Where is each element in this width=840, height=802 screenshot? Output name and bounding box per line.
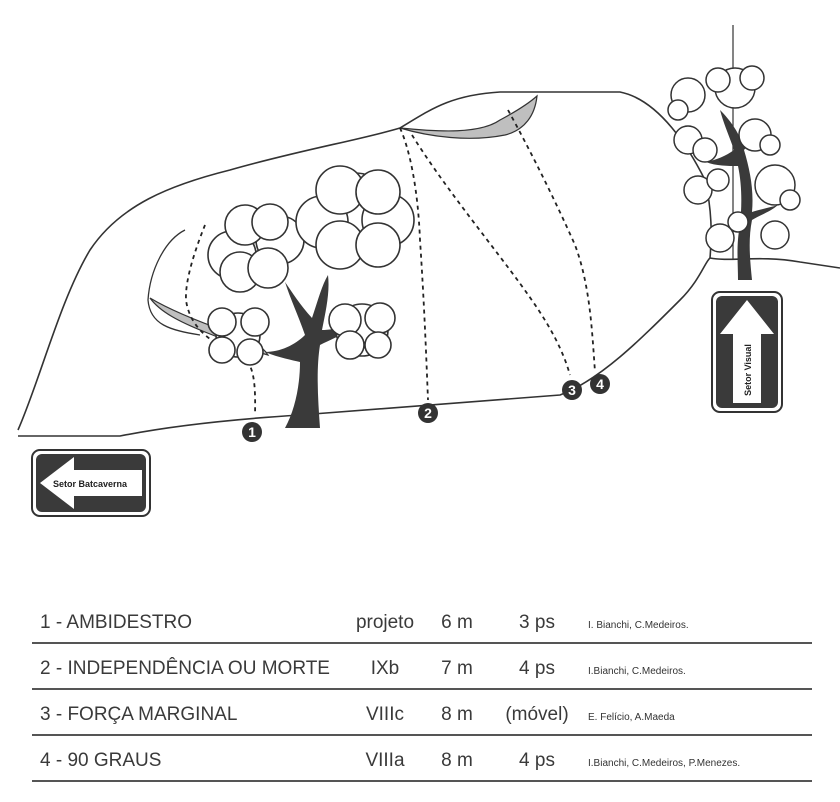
route-table: 1 - AMBIDESTRO projeto 6 m 3 ps I. Bianc…: [32, 598, 812, 782]
route-protection: 3 ps: [519, 612, 555, 633]
topo-drawing: 1 2 3 4 Setor Batcaverna Setor Visual: [17, 25, 840, 517]
route-authors: I. Bianchi, C.Medeiros.: [588, 620, 689, 631]
route-grade: VIIIc: [365, 704, 404, 725]
route-name: 3 - FORÇA MARGINAL: [40, 704, 238, 725]
table-row: 2 - INDEPENDÊNCIA OU MORTE IXb 7 m 4 ps …: [32, 644, 812, 690]
right-tree: [667, 25, 801, 280]
route-length: 7 m: [441, 658, 473, 679]
arrow-up-icon: [720, 300, 774, 403]
sign-right-label: Setor Visual: [743, 344, 753, 396]
route-name: 4 - 90 GRAUS: [40, 750, 162, 771]
route-protection: 4 ps: [519, 750, 555, 771]
route-marker-4-label: 4: [596, 376, 604, 392]
route-grade: VIIIa: [365, 750, 405, 771]
sign-setor-visual: Setor Visual: [711, 291, 783, 413]
rock-top-edge: [17, 91, 712, 431]
route-marker-2-label: 2: [424, 405, 432, 421]
route-protection: (móvel): [505, 704, 569, 725]
route-protection: 4 ps: [519, 658, 555, 679]
arrow-left-icon: [40, 457, 142, 509]
route-grade: projeto: [355, 612, 415, 633]
route-authors: E. Felício, A.Maeda: [588, 712, 675, 723]
main-tree: [207, 165, 415, 428]
route-line-3: [411, 134, 571, 376]
route-authors: I.Bianchi, C.Medeiros.: [588, 666, 686, 677]
route-marker-1: 1: [242, 422, 262, 442]
route-line-2: [399, 127, 429, 401]
route-line-4: [507, 109, 596, 373]
route-marker-2: 2: [418, 403, 438, 423]
route-marker-1-label: 1: [248, 424, 256, 440]
sign-left-label: Setor Batcaverna: [53, 479, 128, 489]
table-row: 1 - AMBIDESTRO projeto 6 m 3 ps I. Bianc…: [32, 598, 812, 644]
route-marker-4: 4: [590, 374, 610, 394]
rock-outline: [18, 257, 840, 437]
roof-shape: [399, 94, 538, 139]
route-marker-3-label: 3: [568, 382, 576, 398]
rock-inner-line: [147, 229, 201, 336]
route-grade: IXb: [370, 658, 400, 679]
route-name: 2 - INDEPENDÊNCIA OU MORTE: [40, 658, 330, 679]
table-row: 4 - 90 GRAUS VIIIa 8 m 4 ps I.Bianchi, C…: [32, 736, 812, 782]
route-marker-3: 3: [562, 380, 582, 400]
table-row: 3 - FORÇA MARGINAL VIIIc 8 m (móvel) E. …: [32, 690, 812, 736]
route-name: 1 - AMBIDESTRO: [40, 612, 193, 633]
route-length: 8 m: [441, 750, 473, 771]
sign-setor-batcaverna: Setor Batcaverna: [31, 449, 151, 517]
route-length: 8 m: [441, 704, 473, 725]
route-line-1: [185, 224, 257, 416]
route-authors: I.Bianchi, C.Medeiros, P.Menezes.: [588, 758, 741, 769]
route-length: 6 m: [441, 612, 473, 633]
